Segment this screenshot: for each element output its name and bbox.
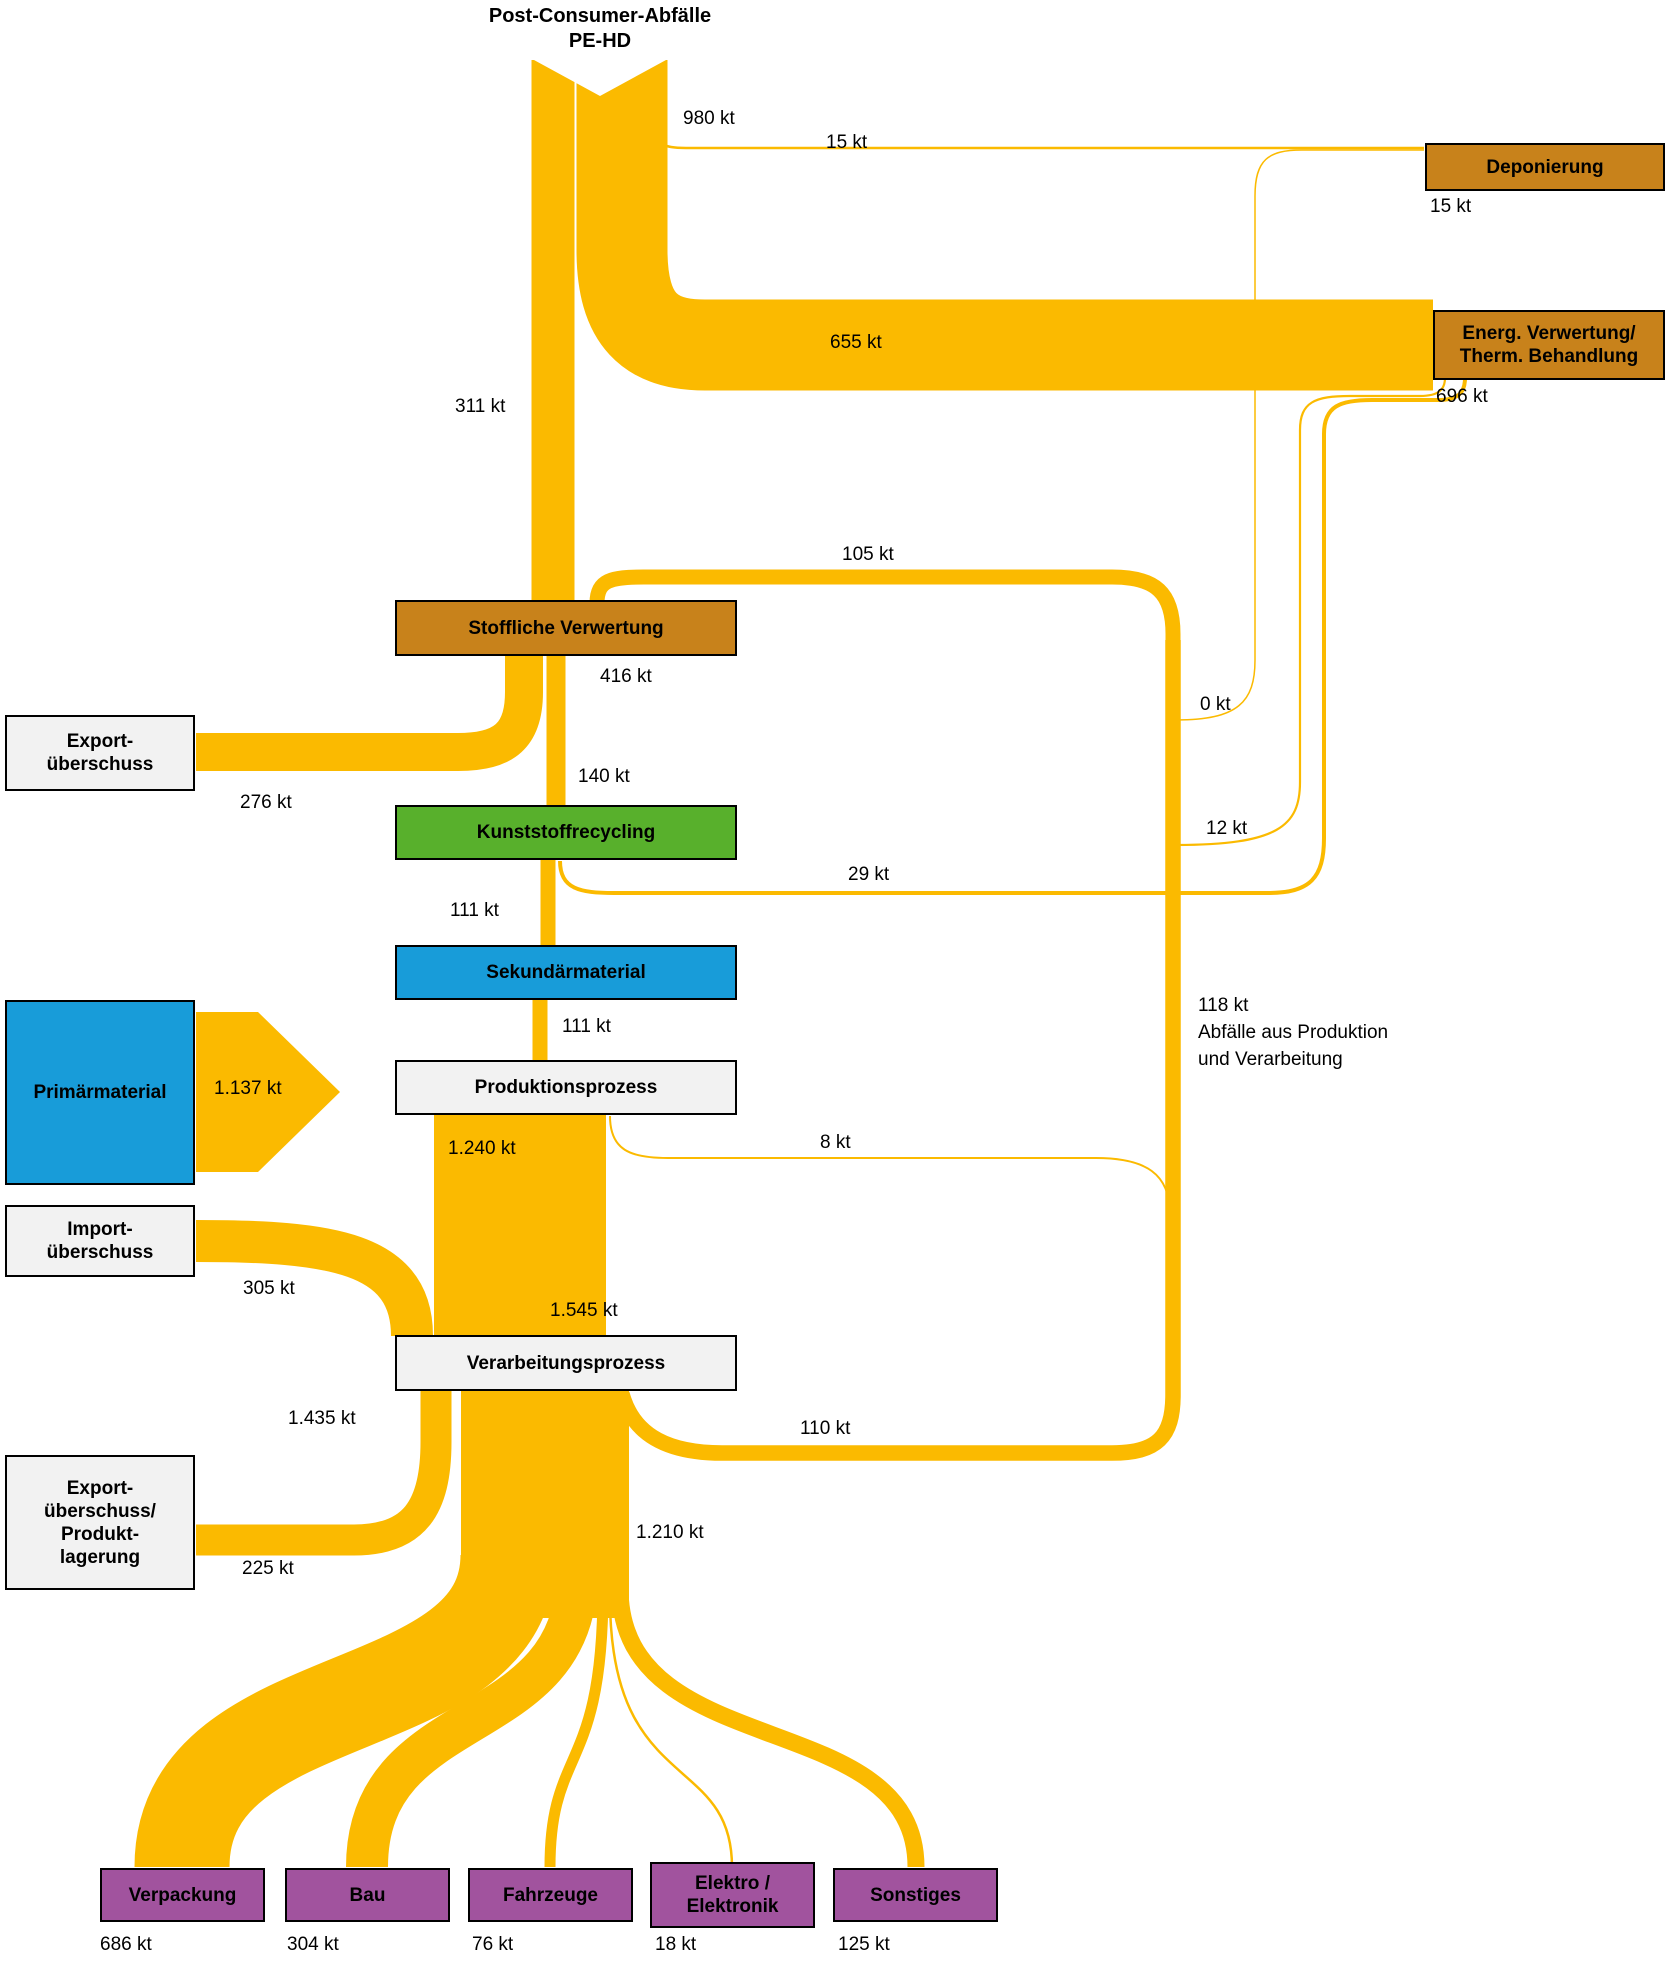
flow-value-276kt: 276 kt bbox=[240, 792, 292, 813]
node-deponierung: Deponierung bbox=[1425, 143, 1665, 191]
flow-value-111kt-recycling: 111 kt bbox=[450, 900, 499, 921]
node-stoffliche-verwertung: Stoffliche Verwertung bbox=[395, 600, 737, 656]
node-kunststoffrecycling: Kunststoffrecycling bbox=[395, 805, 737, 860]
flow-value-12kt: 12 kt bbox=[1206, 818, 1248, 839]
flow-value-1210kt: 1.210 kt bbox=[636, 1522, 704, 1543]
flow-value-111kt-sekundaer: 111 kt bbox=[562, 1016, 611, 1037]
node-value-energ: 696 kt bbox=[1436, 386, 1488, 407]
flow-abfaelle-to-deponierung-0kt bbox=[1175, 149, 1424, 721]
flow-produktion-waste-8kt bbox=[609, 1115, 1171, 1280]
node-elektro-elektronik: Elektro / Elektronik bbox=[650, 1862, 815, 1928]
flow-to-verpackung-686kt bbox=[134, 1551, 556, 1870]
node-sonstiges: Sonstiges bbox=[833, 1868, 998, 1922]
node-elektro-line2: Elektronik bbox=[686, 1896, 779, 1917]
node-import-ueberschuss: Import- überschuss bbox=[5, 1205, 195, 1277]
node-verpackung-label: Verpackung bbox=[128, 1884, 237, 1906]
node-value-sonstiges: 125 kt bbox=[838, 1934, 890, 1955]
flow-value-1137kt: 1.137 kt bbox=[214, 1078, 282, 1099]
flow-value-1435kt: 1.435 kt bbox=[288, 1408, 356, 1429]
diagram-title-line1: Post-Consumer-Abfälle bbox=[488, 5, 712, 27]
flow-recycling-to-energ-29kt bbox=[558, 377, 1467, 895]
flow-verarbeitung-waste-channel-110kt bbox=[614, 640, 1181, 1461]
flow-verarbeitung-to-exportlager-225kt bbox=[196, 1391, 452, 1556]
node-export-line2: überschuss bbox=[46, 754, 154, 775]
node-export-ueberschuss: Export- überschuss bbox=[5, 715, 195, 791]
node-deponierung-label: Deponierung bbox=[1486, 156, 1604, 178]
node-energ-line1: Energ. Verwertung/ bbox=[1462, 323, 1636, 344]
annotation-118kt-line1: 118 kt bbox=[1198, 995, 1249, 1016]
node-value-verpackung: 686 kt bbox=[100, 1934, 152, 1955]
node-sekundaermaterial-label: Sekundärmaterial bbox=[486, 962, 646, 983]
flow-value-416kt: 416 kt bbox=[600, 666, 652, 687]
node-kunststoffrecycling-label: Kunststoffrecycling bbox=[476, 822, 656, 843]
flow-value-1545kt: 1.545 kt bbox=[550, 1300, 618, 1321]
flow-value-29kt: 29 kt bbox=[848, 864, 890, 885]
node-export-line1: Export- bbox=[66, 731, 134, 752]
flow-postconsumer-to-deponierung-15kt bbox=[653, 60, 1424, 150]
flow-to-bau-304kt bbox=[346, 1571, 598, 1868]
diagram-title: Post-Consumer-Abfälle PE-HD bbox=[380, 4, 820, 54]
flow-value-8kt: 8 kt bbox=[820, 1132, 851, 1153]
flow-value-110kt: 110 kt bbox=[800, 1418, 851, 1439]
annotation-118kt-line2: Abfälle aus Produktion bbox=[1198, 1022, 1389, 1043]
annotation-118kt-line3: und Verarbeitung bbox=[1198, 1049, 1343, 1070]
node-energ-line2: Therm. Behandlung bbox=[1459, 346, 1639, 367]
node-export2-line1: Export- bbox=[66, 1477, 134, 1499]
flow-stoffliche-to-export-276kt bbox=[196, 656, 543, 771]
flow-value-105kt: 105 kt bbox=[842, 544, 894, 565]
node-value-elektro: 18 kt bbox=[655, 1934, 697, 1955]
node-value-deponierung: 15 kt bbox=[1430, 196, 1472, 217]
flow-to-fahrzeuge-76kt bbox=[544, 1587, 609, 1868]
node-export-produktlagerung: Export- überschuss/ Produkt- lagerung bbox=[5, 1455, 195, 1590]
diagram-title-line2: PE-HD bbox=[568, 30, 632, 52]
node-verarbeitungsprozess-label: Verarbeitungsprozess bbox=[466, 1352, 666, 1374]
node-sonstiges-label: Sonstiges bbox=[870, 1884, 961, 1906]
flow-to-sonstiges-125kt bbox=[611, 1587, 925, 1868]
flow-import-to-verarbeitung-305kt bbox=[195, 1220, 433, 1337]
node-bau-label: Bau bbox=[349, 1884, 386, 1906]
node-export2-line4: lagerung bbox=[59, 1546, 141, 1568]
node-stoffliche-label: Stoffliche Verwertung bbox=[468, 617, 664, 639]
node-bau: Bau bbox=[285, 1868, 450, 1922]
flow-value-225kt: 225 kt bbox=[242, 1558, 294, 1579]
flow-value-655kt: 655 kt bbox=[830, 332, 882, 353]
node-import-line1: Import- bbox=[67, 1219, 133, 1240]
node-produktionsprozess-label: Produktionsprozess bbox=[474, 1077, 658, 1098]
flow-value-311kt: 311 kt bbox=[455, 396, 506, 417]
node-elektro-line1: Elektro / bbox=[695, 1873, 770, 1894]
node-verarbeitungsprozess: Verarbeitungsprozess bbox=[395, 1335, 737, 1391]
flow-abfaelle-to-energ-12kt bbox=[1175, 377, 1447, 847]
flow-primaer-to-produktion-arrow-1137kt bbox=[196, 1012, 340, 1172]
node-fahrzeuge-label: Fahrzeuge bbox=[502, 1884, 599, 1906]
flow-value-15kt: 15 kt bbox=[826, 132, 868, 153]
node-export2-line3: Produkt- bbox=[60, 1523, 140, 1545]
flow-value-140kt: 140 kt bbox=[578, 766, 630, 787]
source-notch bbox=[534, 60, 666, 96]
node-energ-verwertung: Energ. Verwertung/ Therm. Behandlung bbox=[1433, 310, 1665, 380]
node-verpackung: Verpackung bbox=[100, 1868, 265, 1922]
node-primaermaterial: Primärmaterial bbox=[5, 1000, 195, 1185]
node-produktionsprozess: Produktionsprozess bbox=[395, 1060, 737, 1115]
flow-abfaelle-to-stoffliche-105kt bbox=[589, 569, 1181, 700]
flow-value-0kt: 0 kt bbox=[1200, 694, 1231, 715]
flow-value-980kt: 980 kt bbox=[683, 108, 735, 129]
node-primaermaterial-label: Primärmaterial bbox=[33, 1082, 167, 1103]
node-export2-line2: überschuss/ bbox=[44, 1500, 156, 1522]
node-value-fahrzeuge: 76 kt bbox=[472, 1934, 514, 1955]
flow-postconsumer-to-energ-655kt bbox=[576, 60, 1433, 391]
node-value-bau: 304 kt bbox=[287, 1934, 339, 1955]
node-fahrzeuge: Fahrzeuge bbox=[468, 1868, 633, 1922]
flow-value-1240kt: 1.240 kt bbox=[448, 1138, 516, 1159]
flow-value-305kt: 305 kt bbox=[243, 1278, 295, 1299]
node-import-line2: überschuss bbox=[46, 1242, 154, 1263]
annotation-118kt: 118 kt Abfälle aus Produktion und Verarb… bbox=[1198, 992, 1388, 1073]
node-sekundaermaterial: Sekundärmaterial bbox=[395, 945, 737, 1000]
flow-to-elektro-18kt bbox=[608, 1597, 734, 1868]
